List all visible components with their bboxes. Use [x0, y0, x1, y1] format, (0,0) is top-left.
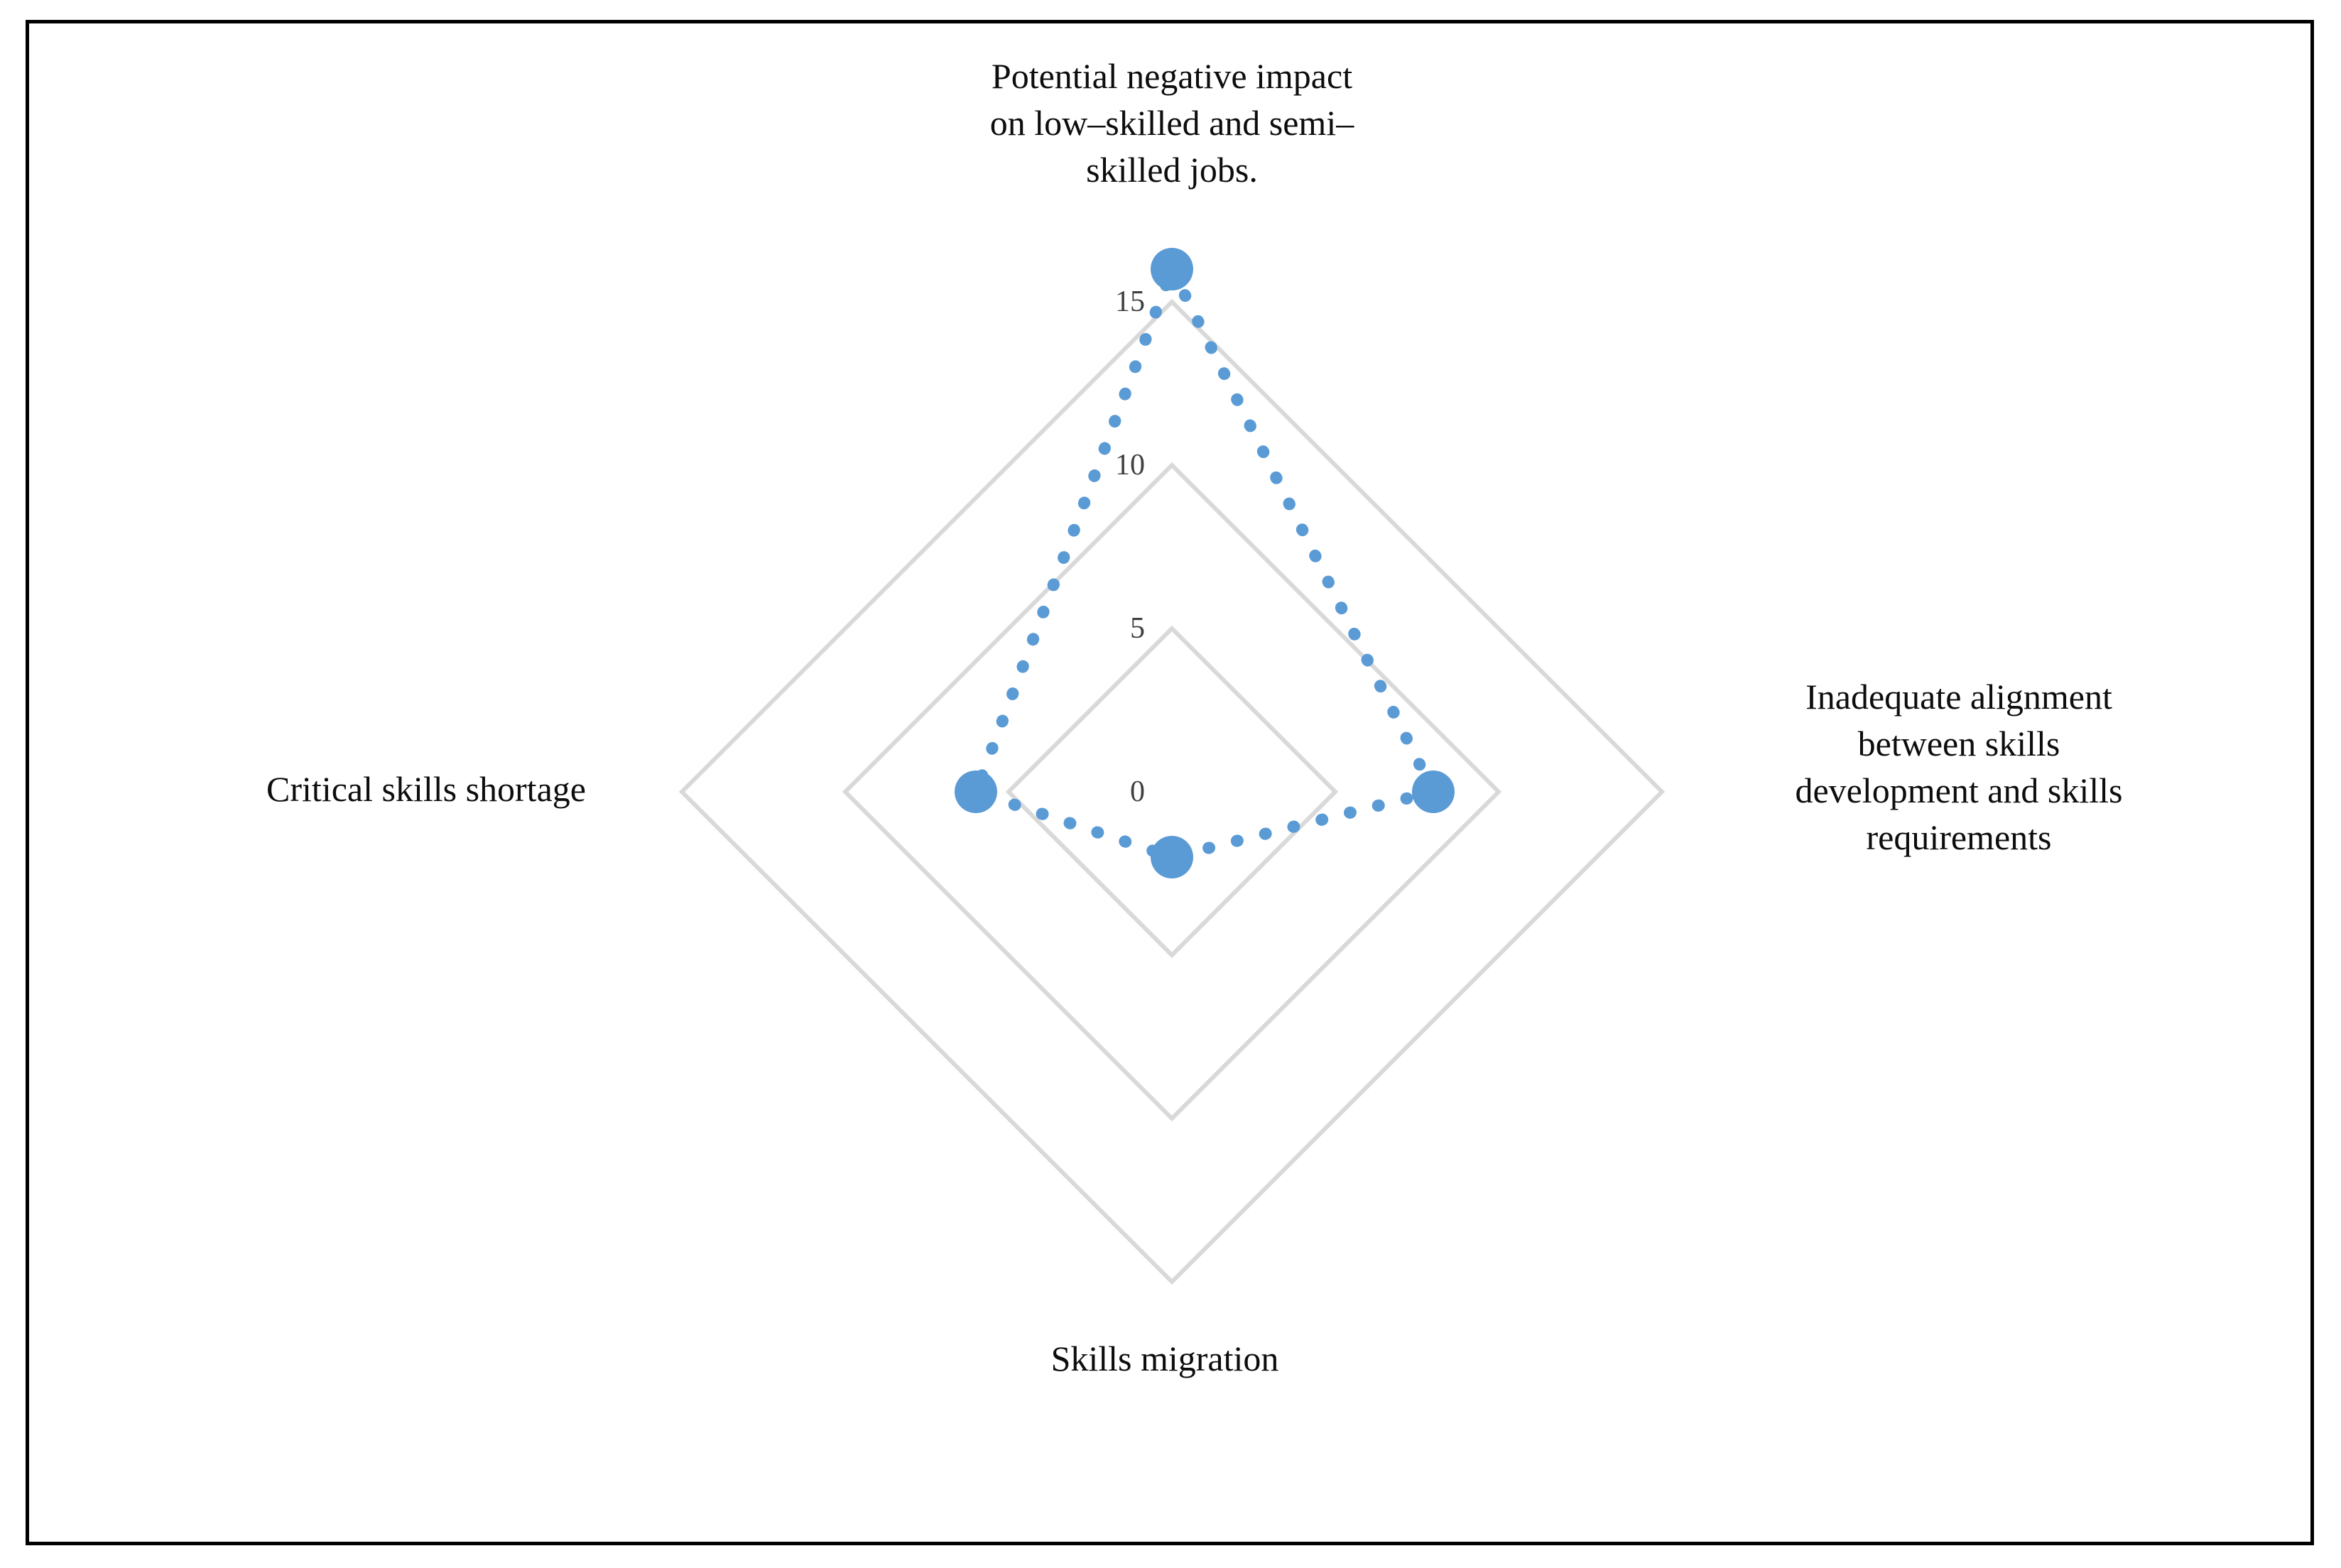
radar-grid-rings: [678, 298, 1666, 1285]
tick-label-10: 10: [1115, 449, 1145, 481]
data-point-left: [955, 771, 997, 813]
data-point-bottom: [1151, 836, 1193, 878]
axis-label-right: Inadequate alignment between skills deve…: [1795, 677, 2123, 857]
tick-label-15: 15: [1115, 285, 1145, 318]
axis-label-left: Critical skills shortage: [266, 769, 586, 809]
tick-label-5: 5: [1130, 612, 1145, 645]
series-polygon: [967, 254, 1443, 864]
axis-label-bottom: Skills migration: [1050, 1339, 1279, 1378]
grid-ring-5: [1005, 625, 1339, 959]
radar-series-markers: [955, 248, 1455, 878]
tick-label-0: 0: [1130, 775, 1145, 808]
radar-series-line: [967, 254, 1443, 864]
grid-ring-10: [842, 462, 1502, 1122]
grid-ring-15: [678, 298, 1666, 1285]
data-point-right: [1412, 771, 1455, 813]
data-point-top: [1151, 248, 1193, 290]
axis-label-top: Potential negative impact on low–skilled…: [989, 56, 1354, 190]
